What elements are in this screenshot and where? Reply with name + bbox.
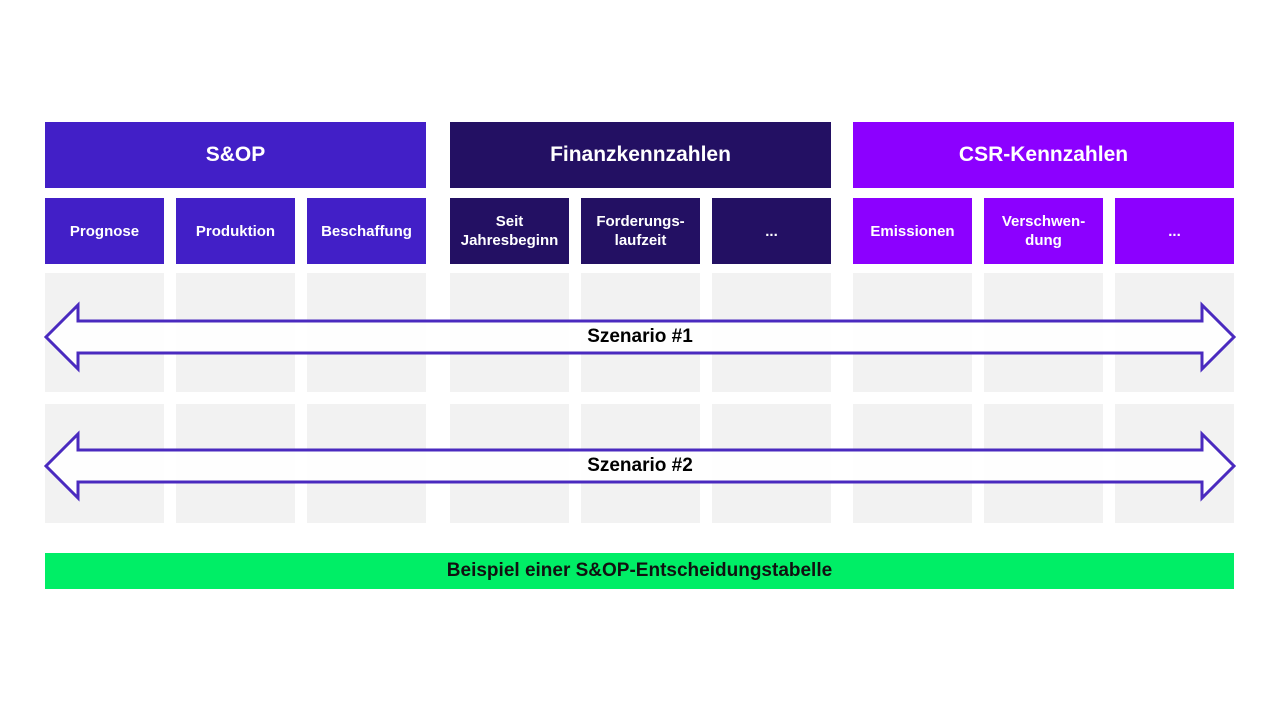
column-header-forderungslaufzeit: Forderungs-laufzeit — [581, 198, 700, 264]
caption-bar: Beispiel einer S&OP-Entscheidungstabelle — [45, 553, 1234, 589]
group-header-finance: Finanzkennzahlen — [450, 122, 831, 188]
column-header-beschaffung: Beschaffung — [307, 198, 426, 264]
column-header-seit-jahresbeginn: Seit Jahresbeginn — [450, 198, 569, 264]
group-header-sop: S&OP — [45, 122, 426, 188]
column-header-prognose: Prognose — [45, 198, 164, 264]
column-label: Seit Jahresbeginn — [460, 213, 559, 249]
column-label: Prognose — [69, 222, 140, 240]
caption-text: Beispiel einer S&OP-Entscheidungstabelle — [446, 560, 833, 581]
column-label: Verschwen-dung — [1001, 213, 1086, 249]
scenario-label-2: Szenario #2 — [587, 455, 693, 476]
column-header-more-csr: ... — [1115, 198, 1234, 264]
column-label: Beschaffung — [321, 222, 412, 240]
column-label: Forderungs-laufzeit — [596, 213, 685, 249]
column-header-verschwendung: Verschwen-dung — [984, 198, 1103, 264]
scenario-label-1: Szenario #1 — [587, 326, 693, 347]
column-label: ... — [1168, 222, 1181, 240]
group-header-csr: CSR-Kennzahlen — [853, 122, 1234, 188]
column-header-produktion: Produktion — [176, 198, 295, 264]
column-header-emissionen: Emissionen — [853, 198, 972, 264]
double-arrow-icon — [44, 430, 1236, 502]
group-title: CSR-Kennzahlen — [958, 143, 1129, 166]
group-title: S&OP — [205, 143, 266, 166]
column-header-more-finance: ... — [712, 198, 831, 264]
double-arrow-icon — [44, 301, 1236, 373]
column-label: ... — [765, 222, 778, 240]
column-label: Emissionen — [870, 222, 955, 240]
column-label: Produktion — [195, 222, 276, 240]
group-title: Finanzkennzahlen — [550, 143, 731, 166]
